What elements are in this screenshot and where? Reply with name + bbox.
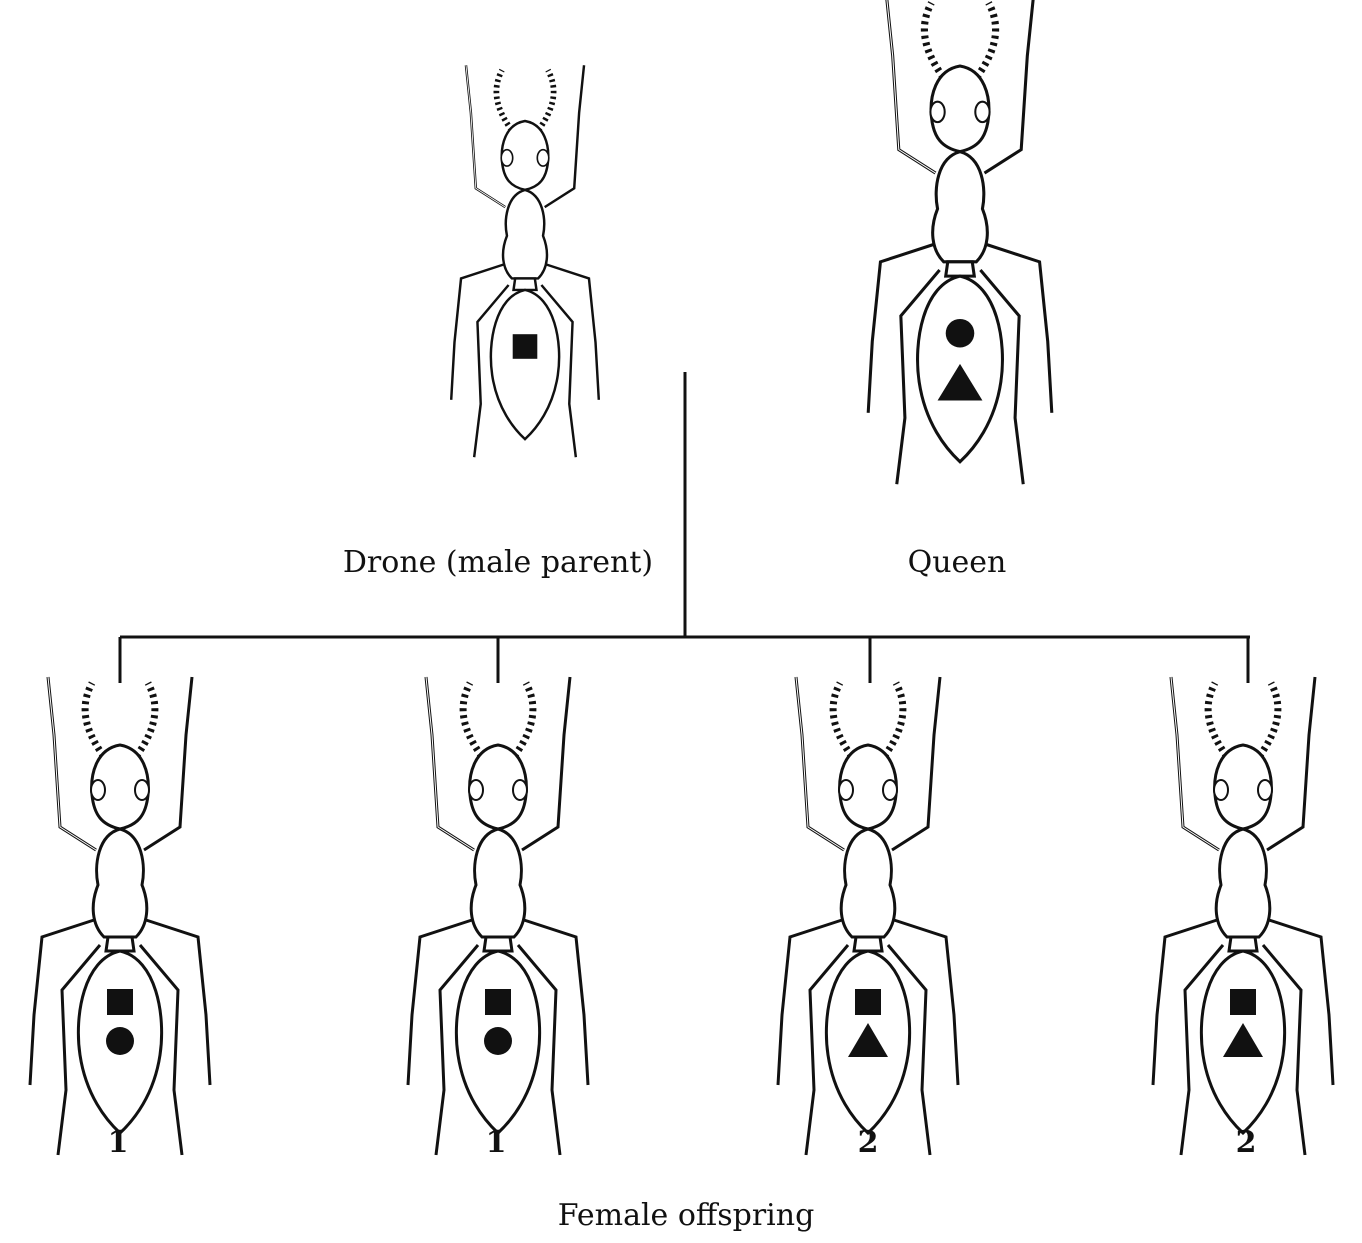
offspring-ant-2 <box>408 677 588 1155</box>
offspring-number-3: 2 <box>858 1125 879 1160</box>
offspring-ant-1 <box>30 677 210 1155</box>
square-marker <box>107 989 133 1015</box>
pedigree-lines <box>120 372 1250 683</box>
circle-marker <box>946 319 975 348</box>
square-marker <box>513 334 538 359</box>
female-offspring-caption: Female offspring <box>558 1198 815 1233</box>
circle-marker <box>106 1027 134 1055</box>
queen-ant <box>868 0 1052 484</box>
offspring-ant-3 <box>778 677 958 1155</box>
square-marker <box>485 989 511 1015</box>
queen-label: Queen <box>908 545 1007 580</box>
offspring-number-4: 2 <box>1236 1125 1257 1160</box>
drone-ant <box>451 65 599 457</box>
offspring-ant-4 <box>1153 677 1333 1155</box>
circle-marker <box>484 1027 512 1055</box>
drone-label: Drone (male parent) <box>343 545 653 580</box>
square-marker <box>855 989 881 1015</box>
offspring-number-1: 1 <box>108 1125 129 1160</box>
square-marker <box>1230 989 1256 1015</box>
offspring-number-2: 1 <box>486 1125 507 1160</box>
